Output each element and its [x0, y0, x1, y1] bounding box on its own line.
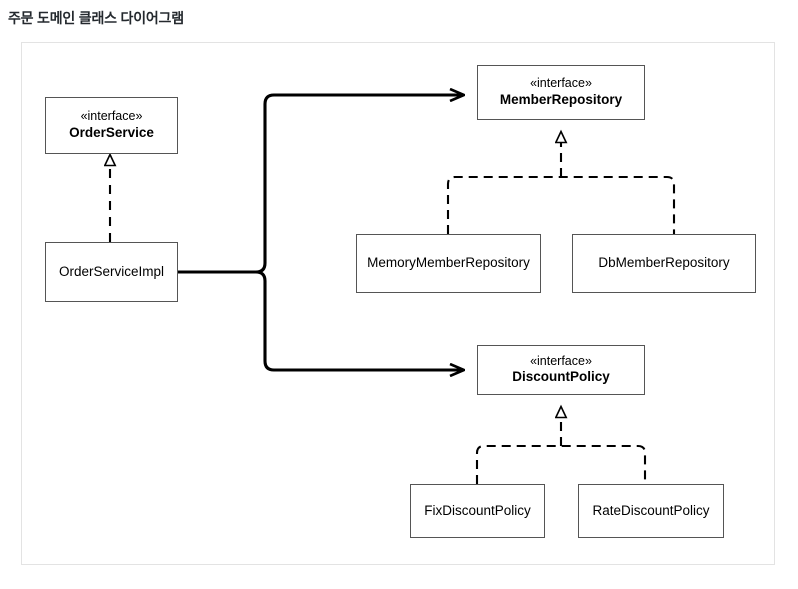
- class-stereotype: «interface»: [80, 109, 143, 124]
- class-box-db-member-repository[interactable]: DbMemberRepository: [572, 234, 756, 293]
- class-box-discount-policy[interactable]: «interface» DiscountPolicy: [477, 345, 645, 395]
- class-box-order-service[interactable]: «interface» OrderService: [45, 97, 178, 154]
- class-name: DiscountPolicy: [512, 369, 610, 385]
- class-box-memory-member-repository[interactable]: MemoryMemberRepository: [356, 234, 541, 293]
- class-name: OrderService: [69, 124, 154, 140]
- class-name: MemoryMemberRepository: [367, 255, 530, 271]
- class-stereotype: «interface»: [530, 76, 592, 91]
- class-box-member-repository[interactable]: «interface» MemberRepository: [477, 65, 645, 120]
- class-box-rate-discount-policy[interactable]: RateDiscountPolicy: [578, 484, 724, 538]
- class-name: FixDiscountPolicy: [424, 502, 531, 518]
- class-name: MemberRepository: [499, 91, 623, 107]
- class-name: DbMemberRepository: [598, 255, 730, 271]
- class-box-order-service-impl[interactable]: OrderServiceImpl: [45, 242, 178, 302]
- page-title: 주문 도메인 클래스 다이어그램: [8, 10, 184, 26]
- class-stereotype: «interface»: [530, 353, 592, 368]
- class-name: RateDiscountPolicy: [592, 502, 710, 518]
- class-box-fix-discount-policy[interactable]: FixDiscountPolicy: [410, 484, 545, 538]
- class-name: OrderServiceImpl: [58, 263, 165, 279]
